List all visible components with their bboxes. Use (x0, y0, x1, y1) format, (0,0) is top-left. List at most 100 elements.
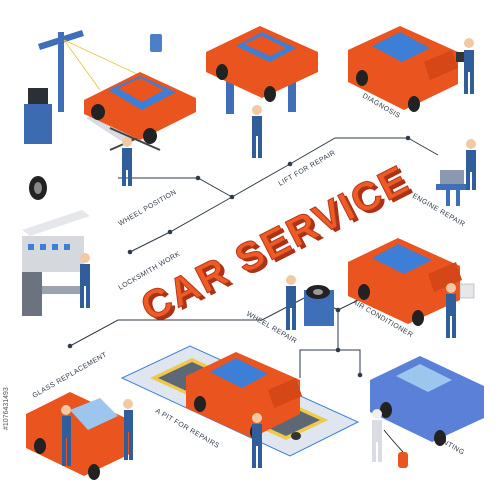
worker-leg (472, 172, 476, 190)
laser-line (63, 39, 101, 91)
worker-head (466, 139, 476, 149)
tool-icon (40, 244, 46, 250)
worker-body (252, 424, 262, 446)
wheel-icon (34, 438, 46, 454)
node-dot (335, 347, 341, 353)
worker-head (446, 283, 456, 293)
worker-head (123, 399, 133, 409)
car-hood (268, 378, 302, 408)
node-dot (357, 372, 363, 378)
worker-head (252, 413, 262, 423)
worker-body (124, 410, 133, 432)
gantry-beam (38, 30, 84, 50)
engine-block (440, 170, 464, 184)
engine-stand (436, 184, 468, 190)
engine-stand-leg (456, 190, 460, 206)
laser-line (63, 39, 151, 81)
worker-head (122, 137, 132, 147)
wheel-icon (380, 402, 392, 418)
worker-leg (129, 432, 133, 460)
wheel-icon (88, 464, 100, 480)
painter-leg (378, 442, 382, 462)
windshield-glass (70, 398, 118, 430)
car-hood (424, 50, 458, 80)
fluid-canister (150, 34, 162, 52)
wheel-position-scene (24, 30, 196, 200)
paint-tank (398, 452, 408, 468)
tyre-hub (34, 182, 42, 194)
wheel-icon (91, 104, 105, 120)
tool-icon (28, 244, 34, 250)
connector-diagnosis (289, 137, 408, 165)
label-lift-for-repair: LIFT FOR REPAIR (278, 149, 337, 187)
car-roof (244, 36, 286, 56)
wheel-icon (356, 70, 368, 86)
node-dot (195, 175, 201, 181)
car-roof (118, 78, 164, 102)
worker-leg (446, 316, 450, 338)
gantry-post (58, 32, 64, 112)
car-hood (428, 262, 462, 292)
worker-leg (67, 438, 71, 466)
worker-body (252, 116, 262, 136)
worker-leg (286, 308, 290, 330)
worker-head (464, 38, 474, 48)
diagnosis-scene (348, 26, 474, 112)
tool-icon (64, 244, 70, 250)
worker-leg (258, 446, 262, 468)
wheel-icon (143, 128, 157, 144)
worker-body (80, 264, 90, 286)
wheel-icon (358, 284, 370, 300)
worker-leg (470, 72, 474, 94)
locksmith-scene (22, 210, 90, 316)
worker-leg (252, 136, 256, 158)
worker-leg (62, 438, 66, 466)
worker-head (61, 405, 71, 415)
node-dot (335, 307, 341, 313)
wheel-icon (216, 64, 228, 80)
engine-repair-scene (436, 139, 476, 206)
tool-cabinet (22, 272, 42, 316)
wheel-hub (313, 289, 323, 295)
wheel-repair-scene (286, 275, 334, 330)
wheel-icon (194, 396, 206, 412)
worker-body (446, 294, 456, 316)
painter-suit (372, 420, 382, 442)
worker-body (62, 416, 71, 438)
glass-replacement-scene (26, 392, 133, 480)
wheel-icon (412, 310, 424, 326)
node-dot (287, 161, 293, 167)
node-dot (67, 343, 73, 349)
wheel-icon (264, 86, 276, 102)
worker-body (464, 50, 474, 72)
spray-hose (383, 429, 404, 453)
worker-leg (86, 286, 90, 308)
tool-board (22, 236, 84, 272)
tyre-icon (291, 432, 301, 440)
worker-head (252, 105, 262, 115)
air-conditioner-scene (348, 238, 475, 338)
lift-post (226, 68, 234, 114)
worker-leg (128, 170, 132, 186)
worker-leg (258, 136, 262, 158)
tool-icon (52, 244, 58, 250)
painter-head (372, 409, 382, 419)
console-screen (28, 88, 48, 104)
car-body (26, 392, 130, 476)
label-wheel-position: WHEEL POSITION (118, 189, 178, 228)
stock-id: #1076431493 (3, 387, 10, 430)
tool-board-top (22, 210, 90, 236)
worker-leg (464, 72, 468, 94)
engine-stand-leg (446, 190, 450, 206)
ac-unit (459, 283, 475, 299)
lift-post (288, 66, 296, 112)
painter-leg (372, 442, 376, 462)
car-window (372, 244, 432, 274)
wheel-icon (434, 430, 446, 446)
lift-scene (206, 26, 318, 158)
node-dot (127, 249, 133, 255)
worker-leg (292, 308, 296, 330)
node-dot (405, 135, 411, 141)
